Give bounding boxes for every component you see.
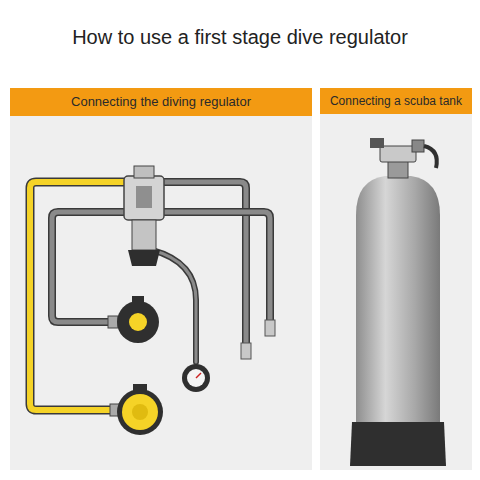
panel-heading: Connecting a scuba tank [320,88,472,114]
second-stage [108,296,159,343]
scuba-tank [350,138,446,466]
first-stage [124,166,164,266]
panel: Connecting a scuba tank [320,88,472,470]
panel-ground [10,88,312,470]
page-title: How to use a first stage dive regulator [0,26,480,49]
octopus [110,384,163,435]
pressure-gauge [182,364,210,392]
panel-ground [320,88,472,470]
panel-heading: Connecting the diving regulator [10,88,312,116]
hose-fitting [241,343,251,359]
hose-fitting [265,320,275,336]
panel: Connecting the diving regulator [10,88,312,470]
